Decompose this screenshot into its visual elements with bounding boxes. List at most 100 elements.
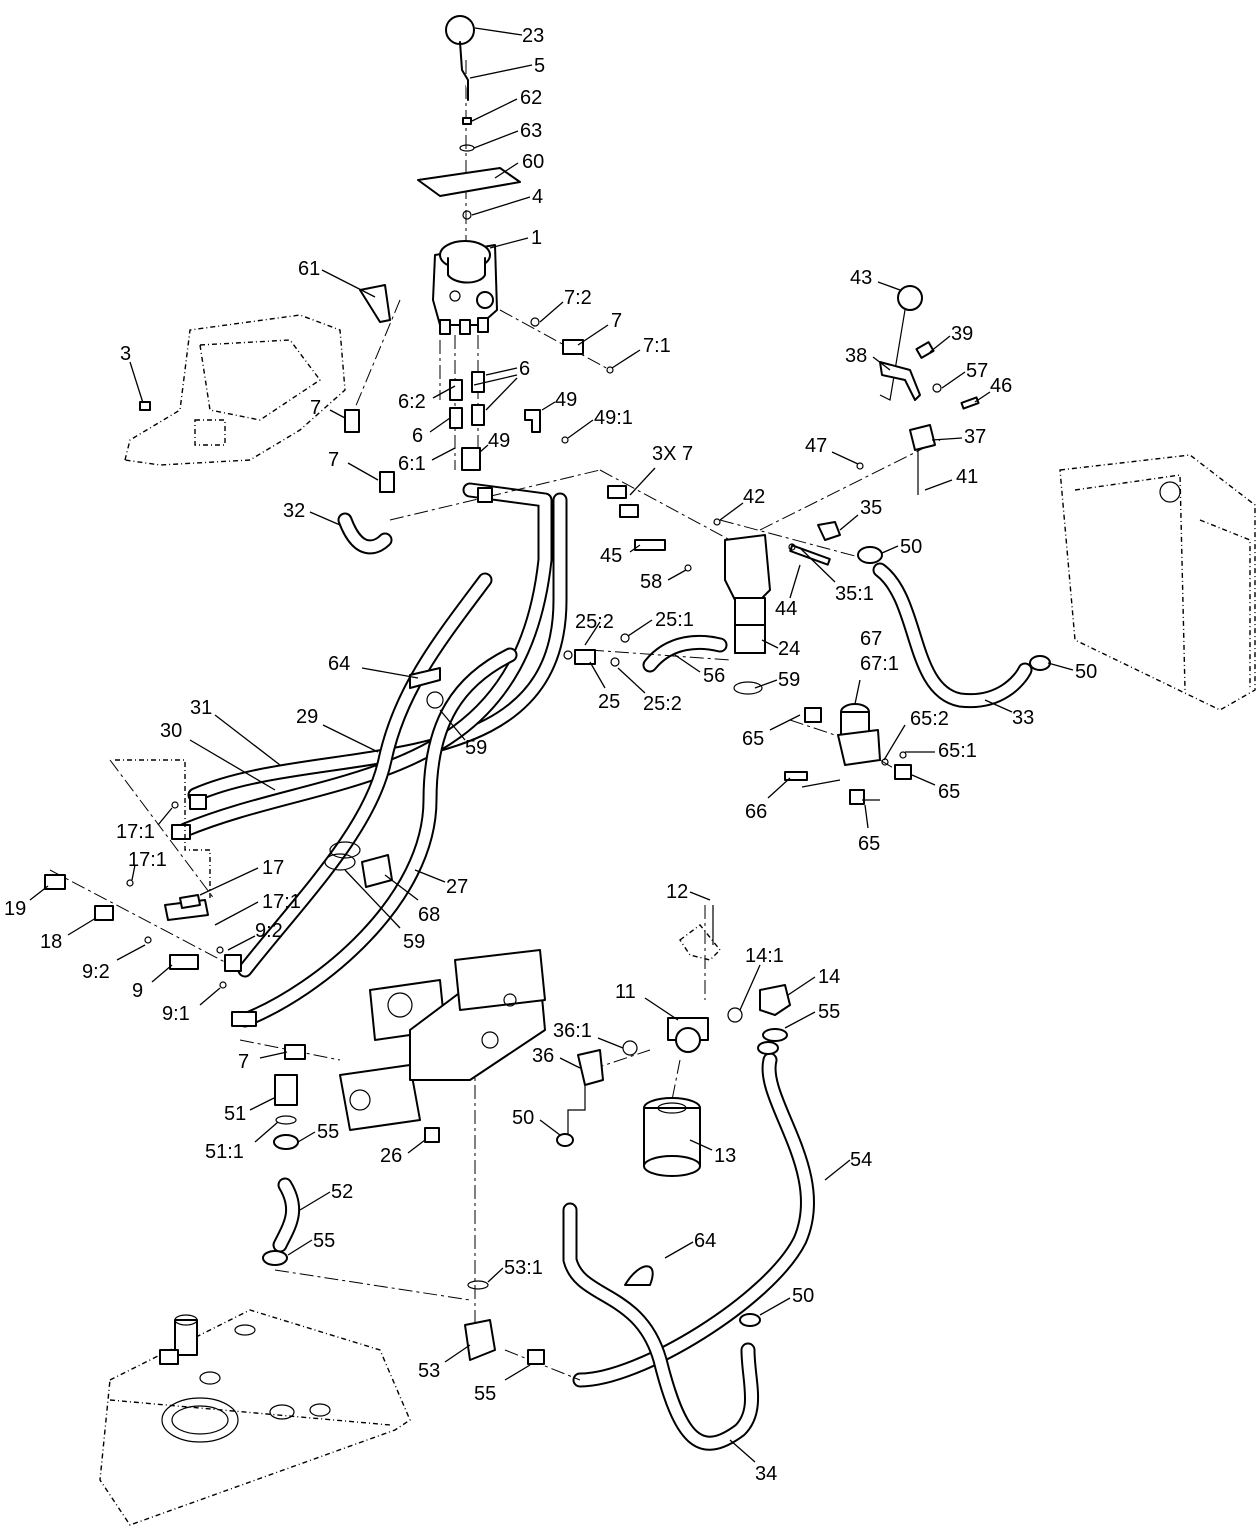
- callout-12: 12: [666, 881, 688, 903]
- callout-49-b: 49: [488, 430, 510, 452]
- callout-42: 42: [743, 486, 765, 508]
- hose-33: [872, 562, 1033, 709]
- callout-44: 44: [775, 598, 797, 620]
- callout-17: 17: [262, 857, 284, 879]
- callout-36-1: 36:1: [553, 1020, 592, 1042]
- fittings-25: [563, 633, 630, 667]
- suction-fittings: [262, 1041, 779, 1365]
- callout-7-c: 7: [328, 449, 339, 471]
- callout-47: 47: [805, 435, 827, 457]
- callout-5: 5: [534, 55, 545, 77]
- callout-39: 39: [951, 323, 973, 345]
- callout-55-b: 55: [317, 1121, 339, 1143]
- callout-38: 38: [845, 345, 867, 367]
- callout-34: 34: [755, 1463, 777, 1485]
- callout-55-c: 55: [313, 1230, 335, 1252]
- callout-66: 66: [745, 801, 767, 823]
- radiator: [1059, 454, 1256, 711]
- callout-59-a: 59: [778, 669, 800, 691]
- callout-46: 46: [990, 375, 1012, 397]
- callout-26: 26: [380, 1145, 402, 1167]
- callout-29: 29: [296, 706, 318, 728]
- hose-clamps: [324, 667, 654, 1286]
- callout-35-1: 35:1: [835, 583, 874, 605]
- callout-7-1: 7:1: [643, 335, 671, 357]
- callout-labels: 23 5 62 63 60 4 1 61 3 7:2 7 7:1: [4, 25, 1097, 1485]
- hose-34: [562, 1202, 759, 1451]
- hose-56: [642, 634, 728, 673]
- callout-17-1-b: 17:1: [128, 849, 167, 871]
- callout-3: 3: [120, 343, 131, 365]
- callout-1: 1: [531, 227, 542, 249]
- callout-18: 18: [40, 931, 62, 953]
- hose-54: [572, 1052, 815, 1388]
- callout-50-a: 50: [900, 536, 922, 558]
- callout-55-d: 55: [474, 1383, 496, 1405]
- callout-64-a: 64: [328, 653, 350, 675]
- left-fittings: [44, 759, 306, 1060]
- hose-52: [272, 1177, 301, 1253]
- callout-53: 53: [418, 1360, 440, 1382]
- filter-assembly: [556, 905, 791, 1177]
- hose-29: [237, 572, 493, 978]
- callout-51-1: 51:1: [205, 1141, 244, 1163]
- callout-59-c: 59: [403, 931, 425, 953]
- hose-32: [337, 512, 393, 555]
- callout-14: 14: [818, 966, 840, 988]
- callout-63: 63: [520, 120, 542, 142]
- callout-65-b: 65: [938, 781, 960, 803]
- callout-65-a: 65: [742, 728, 764, 750]
- callout-49-a: 49: [555, 389, 577, 411]
- callout-43: 43: [850, 267, 872, 289]
- frame-bracket-left: [124, 314, 346, 466]
- callout-31: 31: [190, 697, 212, 719]
- callout-13: 13: [714, 1145, 736, 1167]
- callout-9-2-a: 9:2: [255, 920, 283, 942]
- callout-25: 25: [598, 691, 620, 713]
- callout-61: 61: [298, 258, 320, 280]
- callout-3x7: 3X 7: [652, 443, 693, 465]
- callout-58: 58: [640, 571, 662, 593]
- callout-65-c: 65: [858, 833, 880, 855]
- callout-25-2-a: 25:2: [575, 611, 614, 633]
- callout-49-1: 49:1: [594, 407, 633, 429]
- callout-9: 9: [132, 980, 143, 1002]
- assembly-lines: [49, 60, 941, 1381]
- callout-14-1: 14:1: [745, 945, 784, 967]
- hydrostatic-pump: [339, 949, 546, 1143]
- callout-60: 60: [522, 151, 544, 173]
- callout-32: 32: [283, 500, 305, 522]
- callout-9-2-b: 9:2: [82, 961, 110, 983]
- callout-57: 57: [966, 360, 988, 382]
- callout-7-2: 7:2: [564, 287, 592, 309]
- callout-52: 52: [331, 1181, 353, 1203]
- callout-17-1-a: 17:1: [116, 821, 155, 843]
- callout-25-2-b: 25:2: [643, 693, 682, 715]
- control-valve-1: [359, 15, 521, 335]
- callout-62: 62: [520, 87, 542, 109]
- hose-27: [237, 647, 518, 1028]
- callout-65-1: 65:1: [938, 740, 977, 762]
- callout-17-1-c: 17:1: [262, 891, 301, 913]
- hoses: [177, 482, 1033, 1451]
- callout-23: 23: [522, 25, 544, 47]
- callout-24: 24: [778, 638, 800, 660]
- callout-6-a: 6: [519, 358, 530, 380]
- valve-fittings: [139, 317, 614, 503]
- hose-30: [177, 482, 553, 838]
- callout-7-b: 7: [310, 397, 321, 419]
- callout-67: 67: [860, 628, 882, 650]
- callout-27: 27: [446, 876, 468, 898]
- hydraulic-tank: [99, 1309, 411, 1526]
- callout-7-d: 7: [238, 1051, 249, 1073]
- callout-4: 4: [532, 186, 543, 208]
- callout-6-b: 6: [412, 425, 423, 447]
- callout-6-2: 6:2: [398, 391, 426, 413]
- callout-50-c: 50: [512, 1107, 534, 1129]
- callout-64-b: 64: [694, 1230, 716, 1252]
- callout-35: 35: [860, 497, 882, 519]
- callout-65-2: 65:2: [910, 708, 949, 730]
- callout-33: 33: [1012, 707, 1034, 729]
- callout-67-1: 67:1: [860, 653, 899, 675]
